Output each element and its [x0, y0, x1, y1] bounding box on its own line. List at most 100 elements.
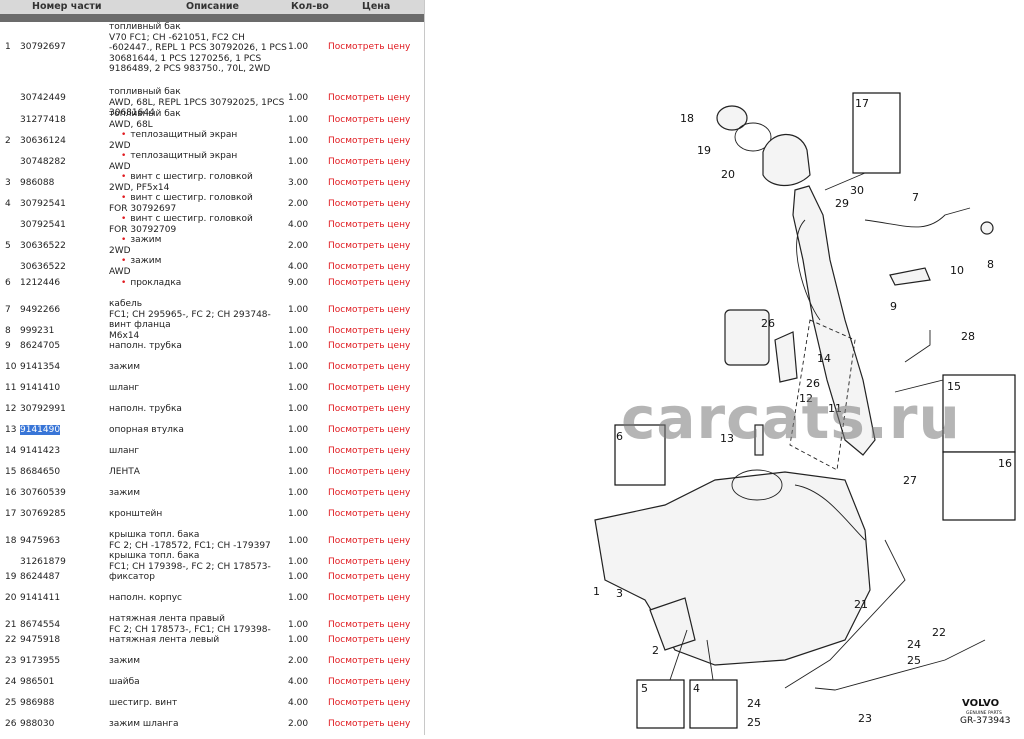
- part-number[interactable]: 986501: [20, 677, 55, 687]
- part-number[interactable]: 30748282: [20, 157, 66, 167]
- quantity: 1.00: [288, 593, 309, 603]
- part-number[interactable]: 8624487: [20, 572, 61, 582]
- view-price-link[interactable]: Посмотреть цену: [328, 199, 411, 209]
- view-price-link[interactable]: Посмотреть цену: [328, 467, 411, 477]
- quantity: 4.00: [288, 220, 309, 230]
- part-number[interactable]: 1212446: [20, 278, 61, 288]
- part-description: •теплозащитный экран 2WD: [109, 130, 289, 151]
- part-description-text: зажим AWD: [109, 256, 162, 277]
- view-price-link[interactable]: Посмотреть цену: [328, 341, 411, 351]
- part-number[interactable]: 986088: [20, 178, 55, 188]
- bullet-icon: •: [121, 130, 127, 140]
- view-price-link[interactable]: Посмотреть цену: [328, 115, 411, 125]
- view-price-link[interactable]: Посмотреть цену: [328, 278, 411, 288]
- part-description-text: кронштейн: [109, 509, 163, 519]
- callout-20: 20: [721, 168, 735, 181]
- part-number[interactable]: 31277418: [20, 115, 66, 125]
- part-number[interactable]: 9141354: [20, 362, 61, 372]
- part-number[interactable]: 30769285: [20, 509, 66, 519]
- box-4: [689, 679, 738, 729]
- part-description: кронштейн: [109, 509, 289, 520]
- view-price-link[interactable]: Посмотреть цену: [328, 446, 411, 456]
- part-description-text: фиксатор: [109, 572, 155, 582]
- part-number[interactable]: 8684650: [20, 467, 61, 477]
- callout-19: 19: [697, 144, 711, 157]
- part-number[interactable]: 30792697: [20, 42, 66, 52]
- part-description: •винт с шестигр. головкой 2WD, PF5x14: [109, 172, 289, 193]
- part-number[interactable]: 999231: [20, 326, 55, 336]
- part-description-text: ЛЕНТА: [109, 467, 140, 477]
- view-price-link[interactable]: Посмотреть цену: [328, 677, 411, 687]
- callout-8: 8: [987, 258, 994, 271]
- part-number[interactable]: 9173955: [20, 656, 61, 666]
- view-price-link[interactable]: Посмотреть цену: [328, 178, 411, 188]
- part-number[interactable]: 9475963: [20, 536, 61, 546]
- arrow-15: [894, 379, 944, 393]
- part-number[interactable]: 30742449: [20, 93, 66, 103]
- view-price-link[interactable]: Посмотреть цену: [328, 572, 411, 582]
- hose-14: [774, 331, 798, 383]
- view-price-link[interactable]: Посмотреть цену: [328, 509, 411, 519]
- part-number[interactable]: 30760539: [20, 488, 66, 498]
- part-description-text: шестигр. винт: [109, 698, 178, 708]
- view-price-link[interactable]: Посмотреть цену: [328, 698, 411, 708]
- view-price-link[interactable]: Посмотреть цену: [328, 362, 411, 372]
- part-number[interactable]: 8624705: [20, 341, 61, 351]
- part-description-text: винт фланца M6x14: [109, 320, 171, 341]
- view-price-link[interactable]: Посмотреть цену: [328, 719, 411, 729]
- pipe-13: [754, 424, 764, 456]
- quantity: 1.00: [288, 362, 309, 372]
- view-price-link[interactable]: Посмотреть цену: [328, 656, 411, 666]
- view-price-link[interactable]: Посмотреть цену: [328, 488, 411, 498]
- view-price-link[interactable]: Посмотреть цену: [328, 404, 411, 414]
- view-price-link[interactable]: Посмотреть цену: [328, 241, 411, 251]
- part-number[interactable]: 30792991: [20, 404, 66, 414]
- view-price-link[interactable]: Посмотреть цену: [328, 157, 411, 167]
- row-number: 5: [5, 241, 11, 251]
- quantity: 1.00: [288, 509, 309, 519]
- quantity: 1.00: [288, 136, 309, 146]
- row-number: 6: [5, 278, 11, 288]
- view-price-link[interactable]: Посмотреть цену: [328, 262, 411, 272]
- part-number[interactable]: 9141411: [20, 593, 61, 603]
- cable-7: [864, 207, 971, 228]
- callout-16: 16: [998, 457, 1012, 470]
- view-price-link[interactable]: Посмотреть цену: [328, 536, 411, 546]
- part-number[interactable]: 30636522: [20, 262, 66, 272]
- header-part-number: Номер части: [32, 1, 102, 12]
- view-price-link[interactable]: Посмотреть цену: [328, 620, 411, 630]
- part-number[interactable]: 30792541: [20, 220, 66, 230]
- callout-3: 3: [616, 587, 623, 600]
- part-number[interactable]: 986988: [20, 698, 55, 708]
- part-number[interactable]: 30636124: [20, 136, 66, 146]
- view-price-link[interactable]: Посмотреть цену: [328, 557, 411, 567]
- part-number[interactable]: 988030: [20, 719, 55, 729]
- view-price-link[interactable]: Посмотреть цену: [328, 42, 411, 52]
- view-price-link[interactable]: Посмотреть цену: [328, 305, 411, 315]
- view-price-link[interactable]: Посмотреть цену: [328, 326, 411, 336]
- part-number[interactable]: 9492266: [20, 305, 61, 315]
- part-number[interactable]: 9141490: [20, 425, 61, 435]
- view-price-link[interactable]: Посмотреть цену: [328, 93, 411, 103]
- view-price-link[interactable]: Посмотреть цену: [328, 220, 411, 230]
- tank-hose: [794, 484, 866, 541]
- part-number[interactable]: 9141410: [20, 383, 61, 393]
- part-number[interactable]: 30636522: [20, 241, 66, 251]
- part-number[interactable]: 31261879: [20, 557, 66, 567]
- view-price-link[interactable]: Посмотреть цену: [328, 136, 411, 146]
- part-number[interactable]: 9141423: [20, 446, 61, 456]
- quantity: 4.00: [288, 698, 309, 708]
- view-price-link[interactable]: Посмотреть цену: [328, 593, 411, 603]
- row-number: 16: [5, 488, 17, 498]
- row-number: 20: [5, 593, 17, 603]
- view-price-link[interactable]: Посмотреть цену: [328, 425, 411, 435]
- view-price-link[interactable]: Посмотреть цену: [328, 383, 411, 393]
- part-number[interactable]: 30792541: [20, 199, 66, 209]
- view-price-link[interactable]: Посмотреть цену: [328, 635, 411, 645]
- part-number[interactable]: 9475918: [20, 635, 61, 645]
- part-number[interactable]: 8674554: [20, 620, 61, 630]
- callout-10: 10: [950, 264, 964, 277]
- callout-18: 18: [680, 112, 694, 125]
- quantity: 1.00: [288, 620, 309, 630]
- quantity: 1.00: [288, 572, 309, 582]
